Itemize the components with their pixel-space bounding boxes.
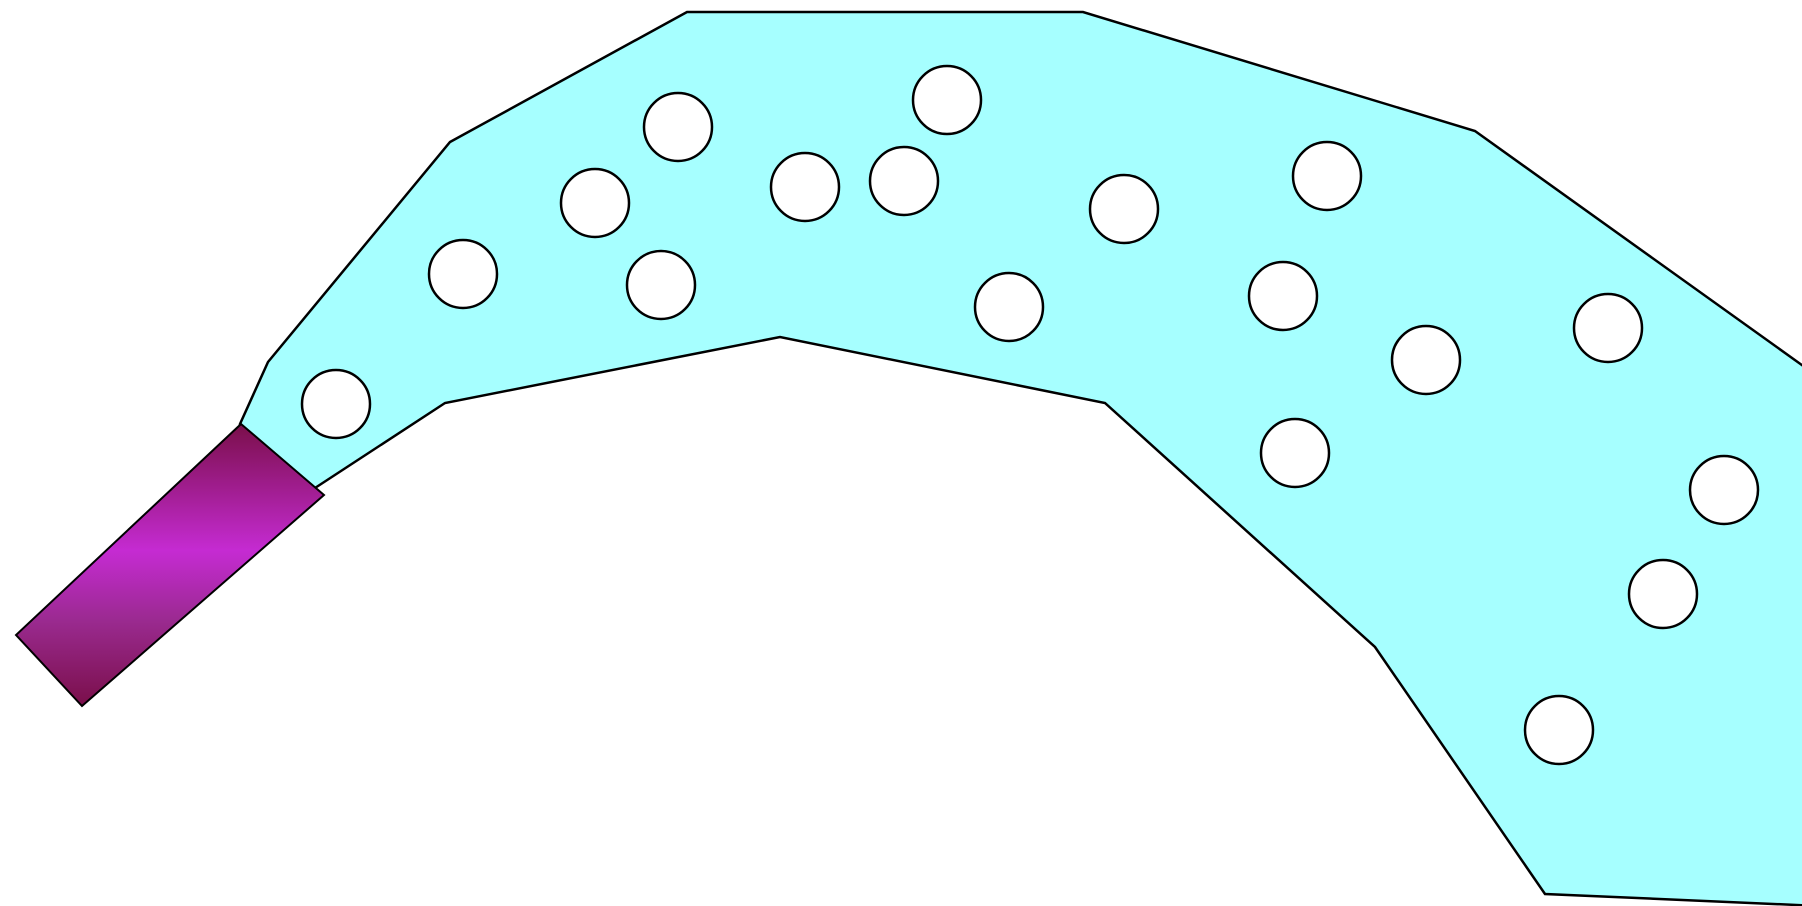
particle: [913, 66, 981, 134]
particle: [1690, 456, 1758, 524]
particle: [1392, 326, 1460, 394]
particle: [1574, 294, 1642, 362]
particle: [1293, 142, 1361, 210]
particle: [771, 153, 839, 221]
particle: [429, 240, 497, 308]
flow-channel: [240, 12, 1802, 906]
particle: [1525, 696, 1593, 764]
particle: [561, 169, 629, 237]
particle: [1249, 262, 1317, 330]
particle: [1261, 419, 1329, 487]
particle: [975, 273, 1043, 341]
particle: [644, 93, 712, 161]
inlet-nozzle: [16, 424, 324, 706]
particle: [1629, 560, 1697, 628]
particle: [870, 147, 938, 215]
particle: [627, 251, 695, 319]
particle: [302, 370, 370, 438]
particle: [1090, 175, 1158, 243]
